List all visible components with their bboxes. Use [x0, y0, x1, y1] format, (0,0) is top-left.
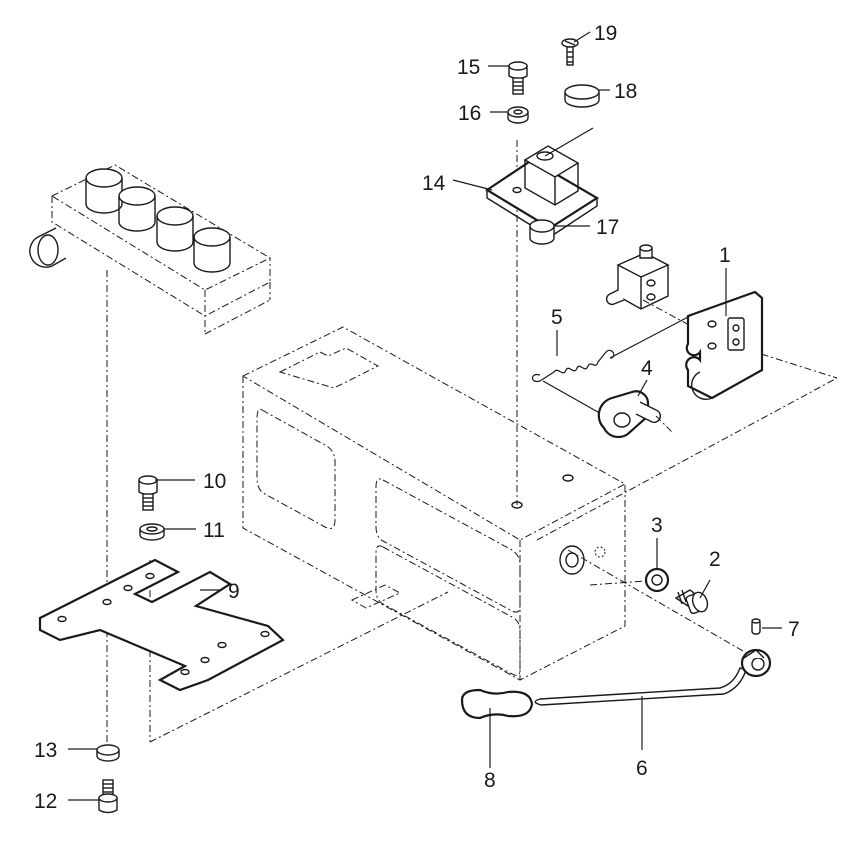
grip-part-8: [460, 688, 534, 720]
leader-lines: [68, 31, 782, 801]
rod-part-6: [534, 648, 772, 706]
label-14: 14: [422, 172, 446, 195]
callout-labels: 1 2 3 4 5 6 7 8 9 10 11 12 13 14 15 16 1…: [34, 22, 800, 813]
label-5: 5: [551, 306, 563, 329]
plate-part-1: [685, 290, 764, 401]
label-13: 13: [34, 739, 57, 762]
manifold-block: [29, 164, 272, 335]
cap-part-17: [529, 219, 555, 245]
label-12: 12: [34, 790, 57, 813]
bolt-part-2: [674, 589, 709, 615]
label-2: 2: [709, 548, 721, 571]
label-10: 10: [203, 470, 226, 493]
label-9: 9: [228, 580, 240, 603]
washer-part-13: [96, 744, 120, 762]
bolt-part-15: [508, 61, 528, 95]
label-19: 19: [594, 22, 617, 45]
bolt-part-12: [98, 779, 118, 814]
label-3: 3: [651, 514, 663, 537]
label-11: 11: [203, 519, 225, 542]
screw-part-19: [561, 38, 579, 66]
label-8: 8: [484, 769, 496, 792]
label-1: 1: [719, 244, 731, 267]
label-16: 16: [458, 102, 481, 125]
label-17: 17: [596, 216, 619, 239]
nut-part-3: [644, 567, 670, 593]
bolt-part-10: [138, 475, 158, 511]
label-4: 4: [641, 357, 653, 380]
label-15: 15: [457, 56, 480, 79]
label-7: 7: [788, 618, 800, 641]
label-18: 18: [614, 80, 637, 103]
label-6: 6: [636, 757, 648, 780]
sensor-block: [605, 244, 670, 310]
main-housing: [241, 326, 627, 681]
lever-part-4: [597, 390, 673, 439]
cap-part-18: [564, 84, 600, 108]
base-plate-part-9: [38, 558, 285, 692]
pin-part-7: [751, 618, 761, 635]
washer-part-16: [507, 106, 529, 124]
washer-part-11: [139, 523, 165, 541]
